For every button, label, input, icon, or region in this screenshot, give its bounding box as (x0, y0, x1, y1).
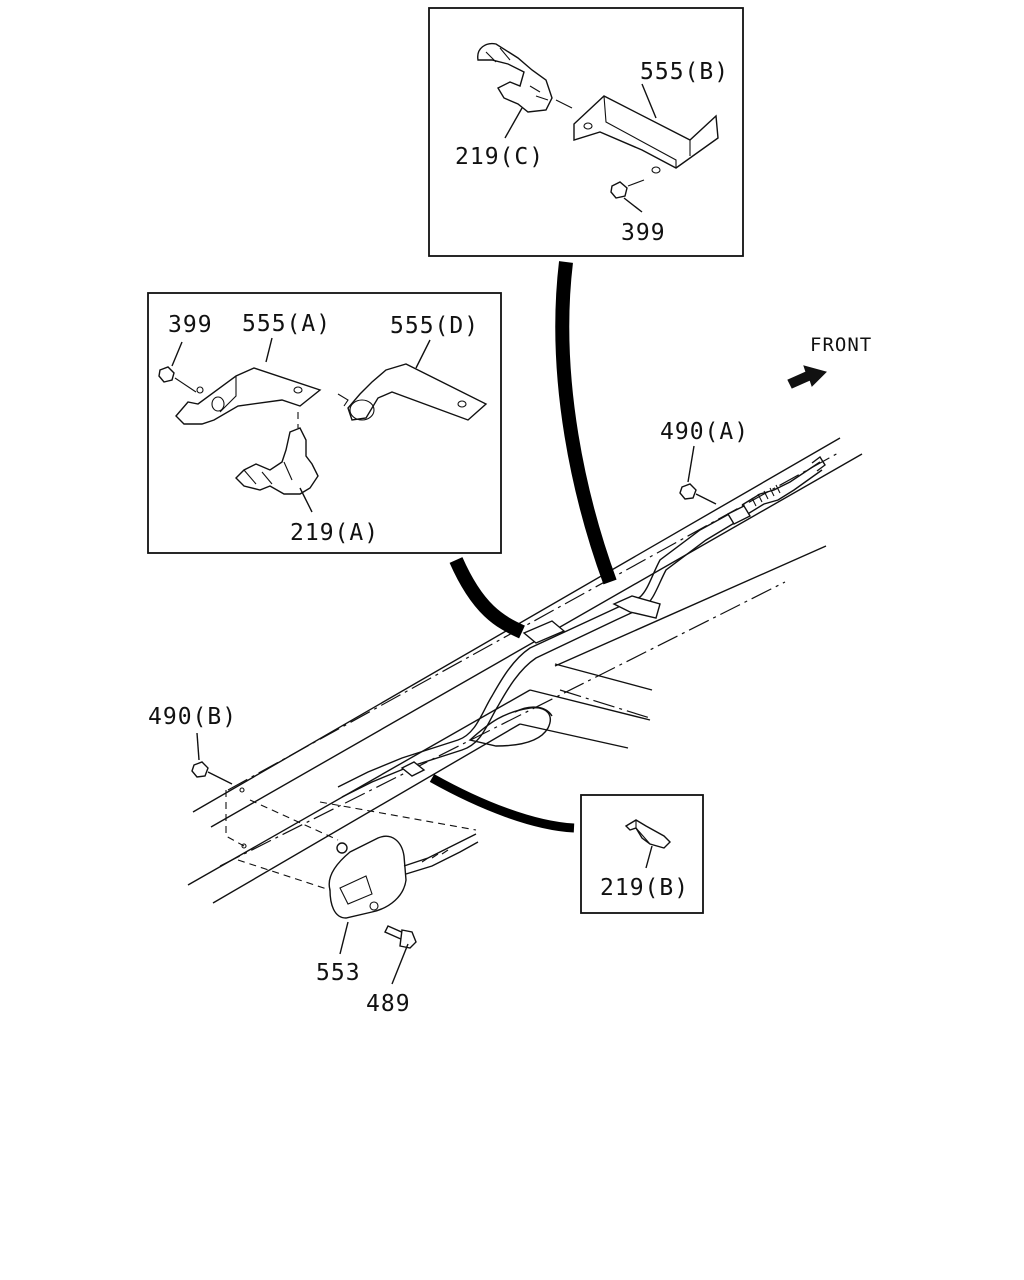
inset-left (147, 292, 502, 554)
nut-490a (679, 483, 717, 505)
label-490a: 490(A) (660, 419, 749, 445)
label-front: FRONT (810, 334, 872, 356)
label-219c: 219(C) (455, 144, 544, 170)
label-399-left: 399 (168, 312, 213, 338)
nut-490b (191, 761, 247, 849)
chassis-frame (187, 437, 863, 904)
brake-cable (337, 455, 826, 798)
inset-bottom-right (580, 794, 704, 914)
label-219a: 219(A) (290, 520, 379, 546)
label-399-top: 399 (621, 220, 666, 246)
front-arrow-icon (787, 365, 827, 389)
label-489: 489 (366, 991, 411, 1017)
inset-top (428, 7, 744, 257)
callout-arcs (429, 261, 617, 833)
label-219b: 219(B) (600, 875, 689, 901)
lever-assembly-553 (237, 799, 479, 919)
main-leaders (196, 445, 695, 985)
bolt-489 (384, 925, 417, 949)
label-555a: 555(A) (242, 311, 331, 337)
label-555d: 555(D) (390, 313, 479, 339)
label-553: 553 (316, 960, 361, 986)
label-490b: 490(B) (148, 704, 237, 730)
label-555b: 555(B) (640, 59, 729, 85)
